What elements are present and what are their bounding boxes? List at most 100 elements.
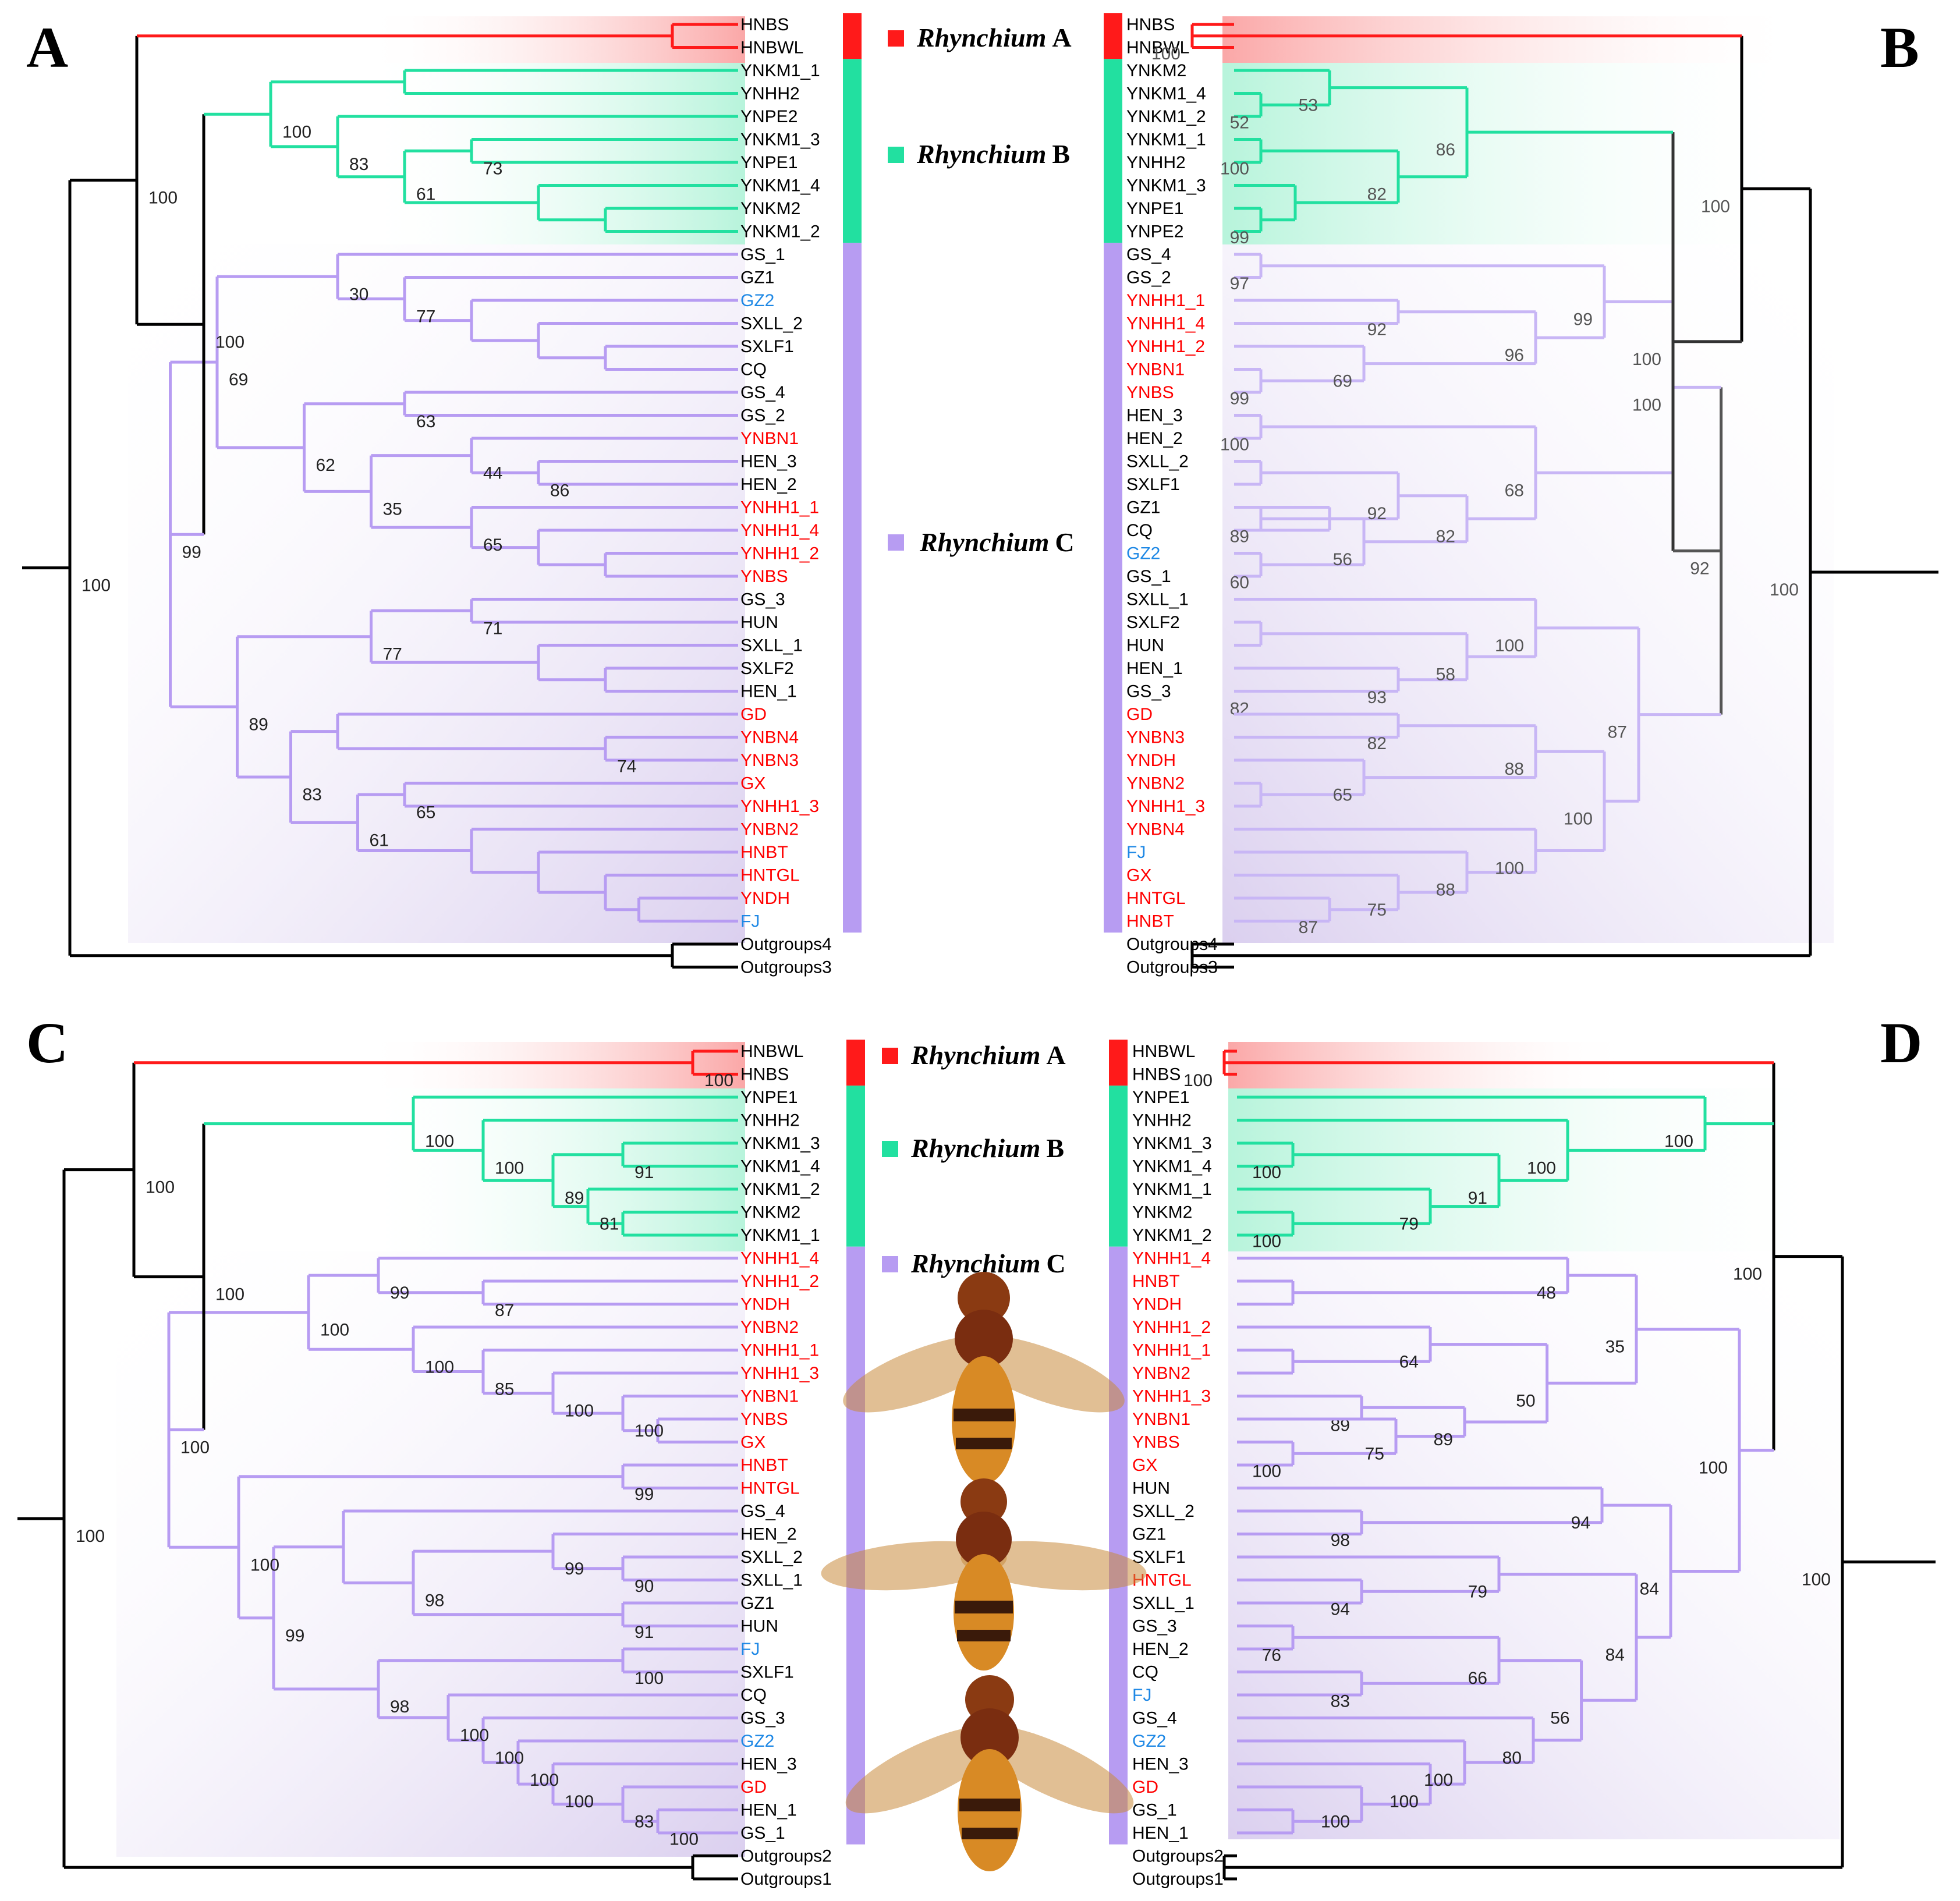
support-value: 61 bbox=[416, 185, 435, 204]
tip-label: Outgroups2 bbox=[740, 1847, 832, 1866]
tip-label: HNTGL bbox=[740, 1479, 800, 1498]
legend-swatch-b bbox=[882, 1141, 898, 1157]
tip-label: YNHH1_2 bbox=[740, 1272, 819, 1291]
support-value: 99 bbox=[1230, 389, 1249, 408]
tip-label: YNHH1_3 bbox=[740, 797, 819, 816]
support-value: 71 bbox=[483, 619, 502, 638]
tip-label: HEN_1 bbox=[740, 1801, 797, 1820]
tip-label: HEN_2 bbox=[1132, 1640, 1189, 1659]
hornet-photo-1 bbox=[843, 1272, 1125, 1484]
support-value: 100 bbox=[76, 1527, 105, 1546]
tip-label: GZ2 bbox=[740, 291, 774, 310]
support-value: 66 bbox=[1468, 1669, 1487, 1688]
support-value: 93 bbox=[1367, 688, 1387, 707]
tip-label: YNKM2 bbox=[1132, 1203, 1192, 1222]
tree-b: HNBSHNBWLYNKM2YNKM1_4YNKM1_2YNKM1_1YNHH2… bbox=[1104, 13, 1938, 977]
tree-d: HNBWLHNBSYNPE1YNHH2YNKM1_3YNKM1_4YNKM1_1… bbox=[1109, 1040, 1936, 1889]
support-value: 50 bbox=[1516, 1391, 1535, 1410]
tip-label: Outgroups2 bbox=[1132, 1847, 1224, 1866]
tip-label: YNKM2 bbox=[740, 1203, 800, 1222]
clade-bar bbox=[846, 1246, 865, 1845]
tip-label: YNHH1_4 bbox=[740, 1249, 819, 1268]
tip-label: GZ1 bbox=[740, 268, 774, 288]
tip-label: YNHH1_3 bbox=[1132, 1387, 1211, 1406]
tip-label: HUN bbox=[740, 613, 778, 632]
support-value: 82 bbox=[1367, 734, 1387, 753]
tip-label: GX bbox=[1132, 1456, 1157, 1475]
support-value: 100 bbox=[635, 1669, 664, 1688]
tip-label: HEN_1 bbox=[1132, 1824, 1189, 1843]
tip-label: YNBN4 bbox=[1126, 820, 1185, 839]
tip-label: YNDH bbox=[740, 1295, 790, 1314]
tip-label: YNHH1_3 bbox=[740, 1364, 819, 1383]
support-value: 77 bbox=[416, 307, 435, 327]
support-value: 100 bbox=[1495, 636, 1524, 655]
support-value: 100 bbox=[1424, 1771, 1453, 1790]
tree-a: HNBSHNBWLYNKM1_1YNHH2YNPE2YNKM1_3YNPE1YN… bbox=[22, 13, 862, 977]
clade-bar bbox=[1109, 1040, 1128, 1086]
tip-label: YNKM1_4 bbox=[1126, 84, 1206, 104]
clade-bar bbox=[1109, 1086, 1128, 1247]
tip-label: YNHH2 bbox=[740, 1111, 800, 1130]
clade-b-shade bbox=[361, 63, 745, 244]
tip-label: SXLL_1 bbox=[740, 636, 803, 655]
tip-label: SXLF1 bbox=[740, 1663, 794, 1682]
support-value: 100 bbox=[1733, 1265, 1762, 1284]
tip-label: YNPE1 bbox=[740, 153, 798, 172]
support-value: 100 bbox=[250, 1555, 279, 1574]
support-value: 48 bbox=[1537, 1283, 1556, 1303]
support-value: 86 bbox=[1436, 140, 1455, 159]
support-value: 92 bbox=[1690, 559, 1709, 578]
tip-label: SXLF1 bbox=[740, 337, 794, 356]
tip-label: YNBN3 bbox=[1126, 728, 1185, 747]
support-value: 84 bbox=[1605, 1645, 1625, 1665]
tip-label: GD bbox=[1126, 705, 1153, 724]
clade-bar bbox=[846, 1040, 865, 1086]
support-value: 52 bbox=[1230, 113, 1249, 132]
tip-label: YNDH bbox=[1132, 1295, 1182, 1314]
support-value: 91 bbox=[635, 1163, 654, 1182]
support-value: 100 bbox=[530, 1771, 559, 1790]
tip-label: YNKM1_4 bbox=[1132, 1157, 1212, 1176]
support-value: 100 bbox=[1252, 1462, 1281, 1481]
support-value: 100 bbox=[1701, 197, 1730, 216]
tip-label: GZ1 bbox=[1132, 1525, 1166, 1544]
support-value: 100 bbox=[1632, 395, 1661, 414]
tip-label: YNKM1_3 bbox=[1126, 176, 1206, 196]
support-value: 100 bbox=[320, 1321, 349, 1340]
tip-label: GX bbox=[740, 774, 765, 793]
tip-label: GS_1 bbox=[1126, 567, 1171, 586]
tip-label: GD bbox=[740, 705, 767, 724]
tip-label: Outgroups3 bbox=[740, 958, 832, 977]
panel-letter-b: B bbox=[1880, 15, 1919, 80]
support-value: 75 bbox=[1367, 900, 1387, 920]
tip-label: YNBN1 bbox=[740, 429, 799, 448]
tip-label: HNTGL bbox=[740, 866, 800, 885]
support-value: 75 bbox=[1365, 1445, 1384, 1464]
support-value: 100 bbox=[1183, 1071, 1213, 1090]
tip-label: GZ2 bbox=[1126, 544, 1160, 563]
support-value: 100 bbox=[1664, 1132, 1693, 1151]
legend-swatch-c bbox=[888, 534, 904, 551]
tip-label: HEN_2 bbox=[740, 1525, 797, 1544]
tip-label: HEN_3 bbox=[740, 452, 797, 471]
support-value: 88 bbox=[1436, 881, 1455, 900]
support-value: 83 bbox=[349, 155, 368, 174]
support-value: 99 bbox=[635, 1485, 654, 1504]
tip-label: YNBN1 bbox=[740, 1387, 799, 1406]
tip-label: HEN_3 bbox=[740, 1755, 797, 1774]
support-value: 84 bbox=[1640, 1580, 1659, 1599]
support-value: 100 bbox=[460, 1726, 489, 1745]
tip-label: HNBWL bbox=[1126, 38, 1189, 58]
tip-label: YNKM2 bbox=[1126, 61, 1186, 80]
support-value: 100 bbox=[565, 1402, 594, 1421]
support-value: 82 bbox=[1436, 527, 1455, 546]
support-value: 62 bbox=[316, 456, 335, 475]
tip-label: YNHH1_2 bbox=[1132, 1318, 1211, 1337]
tip-label: GZ2 bbox=[740, 1732, 774, 1751]
tip-label: HNBT bbox=[740, 1456, 788, 1475]
support-value: 89 bbox=[565, 1189, 584, 1208]
